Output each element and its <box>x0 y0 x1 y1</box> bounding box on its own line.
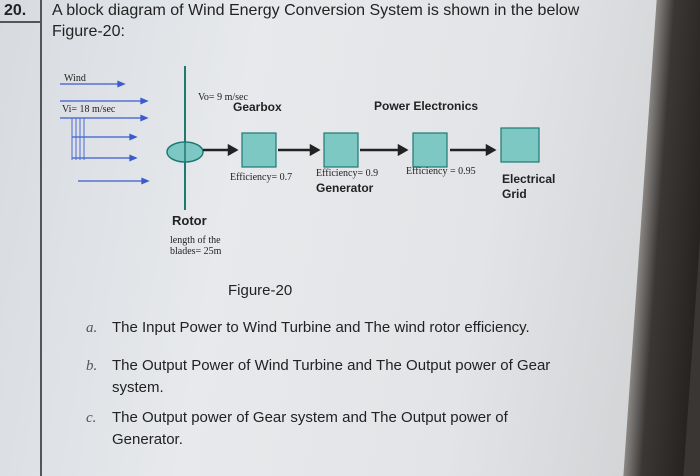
item-marker: c. <box>86 410 97 426</box>
item-text: The Output Power of Wind Turbine and The… <box>112 357 551 374</box>
list-item: c. The Output power of Gear system and T… <box>86 408 646 452</box>
grid-label: Grid <box>502 187 527 201</box>
vi-label: Vi= 18 m/sec <box>62 104 116 115</box>
worksheet-page: 20. A block diagram of Wind Energy Conve… <box>0 0 665 476</box>
gearbox-label: Gearbox <box>233 100 282 114</box>
electrical-label: Electrical <box>502 172 556 186</box>
column-divider <box>40 0 42 476</box>
row-divider <box>0 21 41 23</box>
list-item: b. The Output Power of Wind Turbine and … <box>86 356 646 400</box>
rotor-label: Rotor <box>172 213 207 228</box>
item-text: The Output power of Gear system and The … <box>112 409 508 426</box>
list-item: a. The Input Power to Wind Turbine and T… <box>86 318 646 340</box>
blade-length-line2: blades= 25m <box>170 246 222 257</box>
item-text: The Input Power to Wind Turbine and The … <box>112 319 530 336</box>
gearbox-block <box>241 132 277 168</box>
vo-label: Vo= 9 m/sec <box>198 92 248 103</box>
generator-block <box>323 132 359 168</box>
item-text-continued: system. <box>112 379 164 396</box>
wind-label: Wind <box>64 73 86 84</box>
item-text-continued: Generator. <box>112 431 183 448</box>
electrical-grid-block <box>500 127 540 163</box>
power-electronics-efficiency: Efficiency = 0.95 <box>406 166 476 177</box>
item-marker: b. <box>86 358 98 374</box>
generator-label: Generator <box>316 181 374 195</box>
question-title: A block diagram of Wind Energy Conversio… <box>52 2 580 19</box>
question-number: 20. <box>4 2 27 19</box>
blade-length-line1: length of the <box>170 235 221 246</box>
gearbox-efficiency: Efficiency= 0.7 <box>230 172 293 183</box>
item-marker: a. <box>86 320 98 336</box>
generator-efficiency: Efficiency= 0.9 <box>316 168 379 179</box>
power-electronics-label: Power Electronics <box>374 99 479 113</box>
block-diagram <box>60 66 540 210</box>
question-subtitle: Figure-20: <box>52 23 125 40</box>
figure-caption: Figure-20 <box>228 282 293 299</box>
power-electronics-block <box>412 132 448 168</box>
